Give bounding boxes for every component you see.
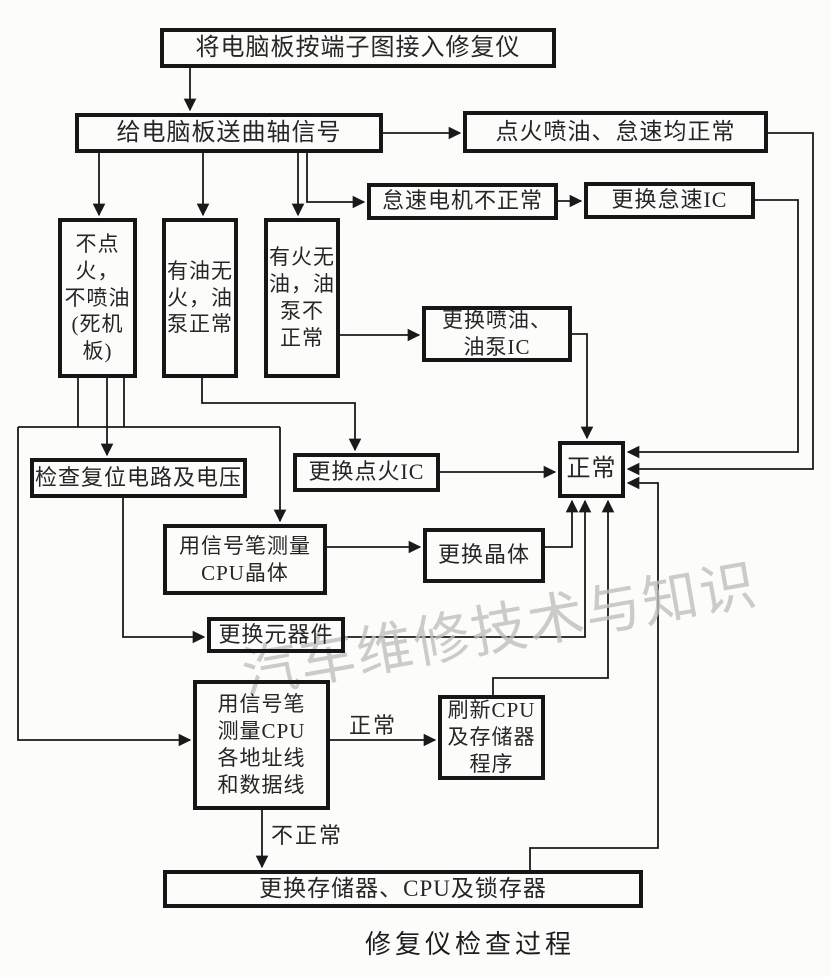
edge-fuelnofire-to-replaceignic <box>201 378 362 452</box>
node-fire-no-fuel: 有火无 油，油 泵不 正常 <box>264 218 340 378</box>
node-crank-signal: 给电脑板送曲轴信号 <box>75 113 383 153</box>
node-all-normal: 点火喷油、怠速均正常 <box>463 111 768 153</box>
edge-label-abnormal: 不正常 <box>270 823 343 848</box>
node-replace-ignition-ic: 更换点火IC <box>293 453 440 492</box>
diagram-caption: 修复仪检查过程 <box>364 930 575 959</box>
node-replace-crystal: 更换晶体 <box>423 528 545 583</box>
edge-leftrail-to-measurelines <box>17 427 192 747</box>
edge-crank-to-idleabnormal <box>306 153 366 209</box>
node-idle-motor-abnormal: 怠速电机不正常 <box>367 183 558 220</box>
edge-replaceinjic-to-normal <box>572 333 594 440</box>
edge-refreshcpu-to-normal <box>492 499 615 695</box>
node-replace-memory-cpu-latch: 更换存储器、CPU及锁存器 <box>163 870 643 908</box>
node-normal: 正常 <box>558 441 625 498</box>
node-connect-board: 将电脑板按端子图接入修复仪 <box>160 28 556 68</box>
edge-replacecrystal-to-normal <box>545 499 579 548</box>
edge-checkreset-to-replacecomp <box>122 498 206 644</box>
edge-allnormal-to-normal <box>626 132 814 476</box>
node-replace-idle-ic: 更换怠速IC <box>584 182 755 219</box>
node-check-reset-circuit: 检查复位电路及电压 <box>30 458 247 498</box>
edge-replacecomp-to-normal <box>345 499 592 638</box>
edge-replacememory-to-normal <box>529 476 659 870</box>
node-measure-cpu-crystal: 用信号笔测量 CPU晶体 <box>163 524 327 595</box>
node-no-ignition: 不点火， 不喷油 (死机 板) <box>58 218 137 378</box>
edge-replaceidleic-to-normal <box>626 199 799 459</box>
node-replace-injection-pump-ic: 更换喷油、 油泵IC <box>422 306 572 362</box>
node-fuel-no-fire: 有油无 火，油 泵正常 <box>162 218 238 378</box>
edge-label-normal: 正常 <box>348 713 397 738</box>
node-replace-components: 更换元器件 <box>207 617 345 653</box>
node-measure-cpu-lines: 用信号笔 测量CPU 各地址线 和数据线 <box>193 680 330 810</box>
node-refresh-cpu-memory: 刷新CPU 及存储器 程序 <box>438 695 545 780</box>
